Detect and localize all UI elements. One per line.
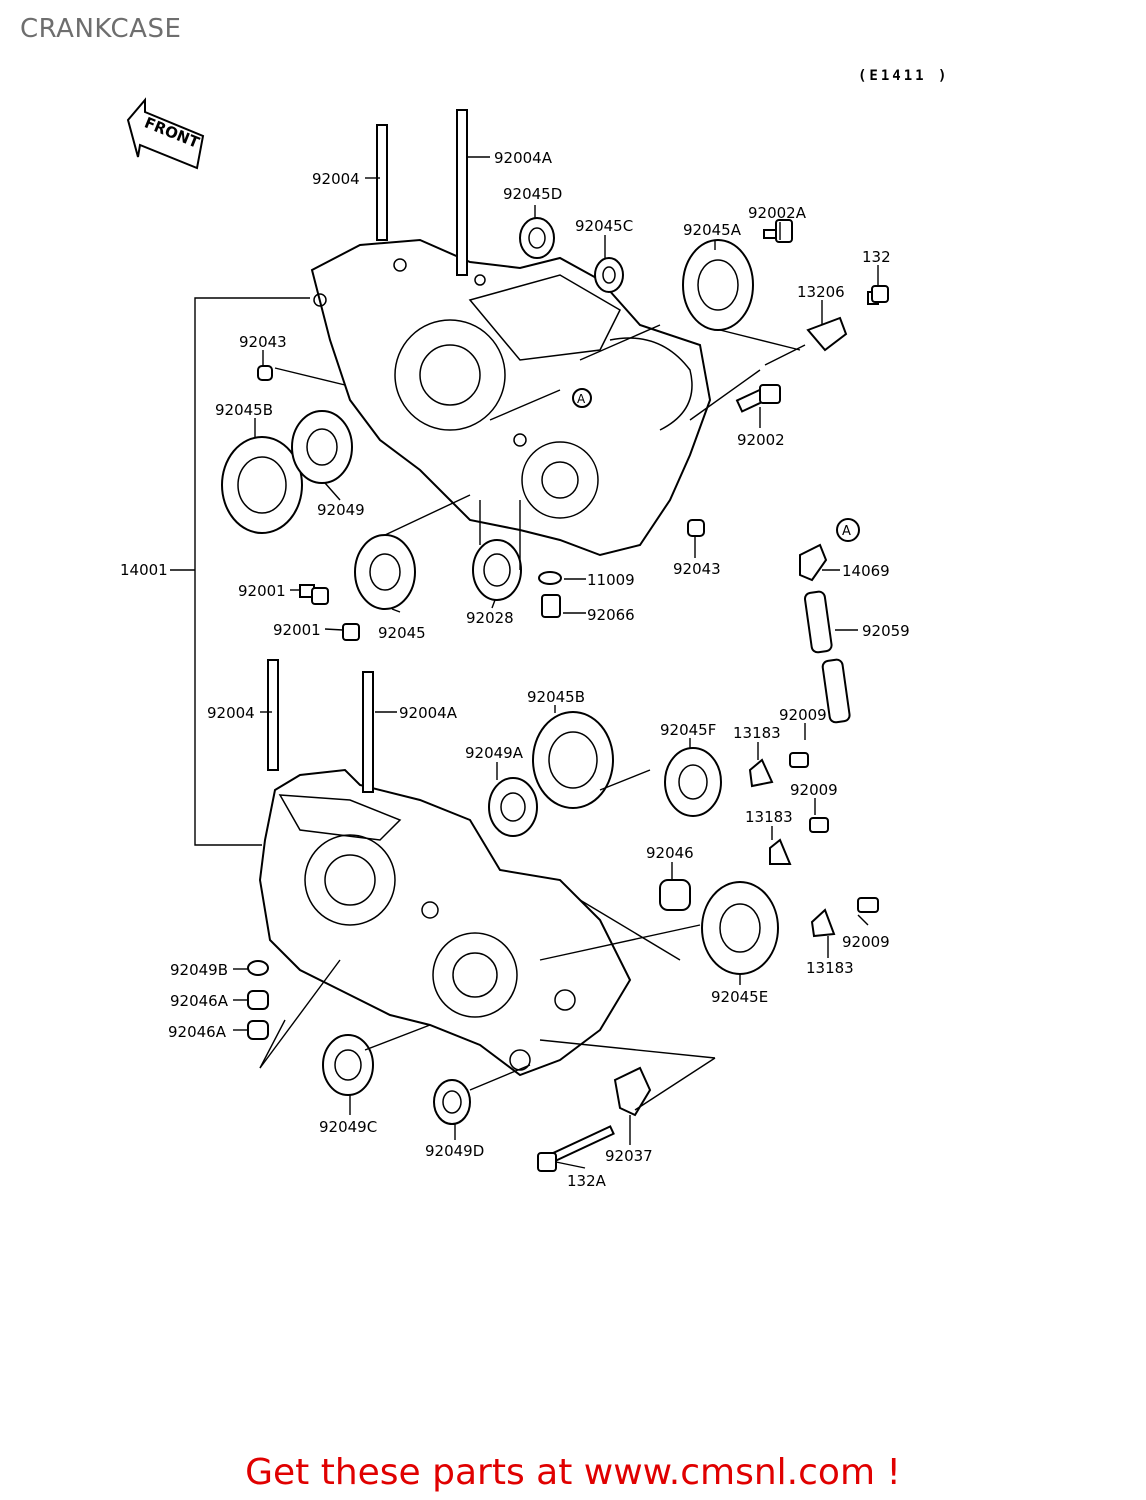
part-label-13183-c: 13183 <box>806 959 854 977</box>
callout-a-lower: A <box>836 518 860 542</box>
bracket-13183-a <box>748 758 774 788</box>
part-label-92001-b: 92001 <box>273 621 321 639</box>
upper-crankcase-half: A <box>310 238 712 557</box>
lower-crankcase-half <box>258 768 632 1077</box>
bolt-92001-a <box>299 584 329 605</box>
part-label-92049D: 92049D <box>425 1142 484 1160</box>
part-label-14069: 14069 <box>842 562 890 580</box>
part-label-92001-a: 92001 <box>238 582 286 600</box>
bolt-92001-b <box>342 623 360 641</box>
bracket-line-14001 <box>194 297 310 846</box>
part-label-92049C: 92049C <box>319 1118 377 1136</box>
bearing-92045 <box>354 534 416 610</box>
part-label-92004: 92004 <box>312 170 360 188</box>
page-title: CRANKCASE <box>20 14 182 44</box>
bracket-13206 <box>806 316 848 352</box>
bolt-132A <box>537 1125 615 1172</box>
part-label-92045: 92045 <box>378 624 426 642</box>
bolt-92009-a <box>789 752 809 768</box>
seal-92049A <box>488 777 538 837</box>
bracket-13183-b <box>769 838 792 865</box>
part-label-14001: 14001 <box>120 561 168 579</box>
svg-text:A: A <box>842 524 851 539</box>
part-label-92045D: 92045D <box>503 185 562 203</box>
callout-a-upper: A <box>577 392 586 406</box>
part-label-92045B-mid: 92045B <box>527 688 585 706</box>
part-label-92049B: 92049B <box>170 961 228 979</box>
part-label-92059: 92059 <box>862 622 910 640</box>
dowel-92043-right <box>687 519 705 537</box>
seal-92049B <box>247 960 269 976</box>
bearing-92045F <box>664 747 722 817</box>
bearing-92046A-b <box>247 1020 269 1040</box>
part-label-92045E: 92045E <box>711 988 768 1006</box>
part-label-92043-left: 92043 <box>239 333 287 351</box>
part-label-92009-c: 92009 <box>842 933 890 951</box>
part-label-92066: 92066 <box>587 606 635 624</box>
bolt-92002 <box>735 384 781 413</box>
plug-92066 <box>541 594 561 618</box>
part-label-92009-a: 92009 <box>779 706 827 724</box>
bearing-92045C <box>594 257 624 293</box>
bearing-92046 <box>659 879 691 911</box>
stud-92004-upper <box>376 124 388 241</box>
part-label-92043-right: 92043 <box>673 560 721 578</box>
part-label-11009: 11009 <box>587 571 635 589</box>
part-label-92045F: 92045F <box>660 721 716 739</box>
part-label-92049: 92049 <box>317 501 365 519</box>
stud-92004-lower <box>267 659 279 771</box>
gasket-11009 <box>538 571 562 585</box>
part-label-92046A-a: 92046A <box>170 992 229 1010</box>
leader-lines <box>233 156 879 1169</box>
part-label-92028: 92028 <box>466 609 514 627</box>
part-label-92049A: 92049A <box>465 744 524 762</box>
part-label-92004A-lower: 92004A <box>399 704 458 722</box>
part-label-13206: 13206 <box>797 283 845 301</box>
seal-92049C <box>322 1034 374 1096</box>
part-label-92004-lower: 92004 <box>207 704 255 722</box>
footer-promo-text: Get these parts at www.cmsnl.com ! <box>245 1452 901 1493</box>
bearing-92046A-a <box>247 990 269 1010</box>
part-label-92037: 92037 <box>605 1147 653 1165</box>
bearing-92028 <box>472 539 522 601</box>
bolt-92009-b <box>809 817 829 833</box>
bolt-92009-c <box>857 897 879 913</box>
part-label-132: 132 <box>862 248 891 266</box>
diagram-code: (E1411 ) <box>858 68 950 84</box>
stud-92004A-lower <box>362 671 374 793</box>
part-label-92046A-b: 92046A <box>168 1023 227 1041</box>
bearing-92045A <box>682 239 754 331</box>
part-label-92009-b: 92009 <box>790 781 838 799</box>
bearing-92045B-mid <box>532 711 614 809</box>
part-label-92045B-left: 92045B <box>215 401 273 419</box>
part-labels: 92004 92004A 92045D 92045C 92045A 92002A… <box>120 149 910 1190</box>
hose-92059 <box>803 590 851 724</box>
bracket-92037 <box>613 1066 652 1117</box>
fitting-14069 <box>799 543 828 582</box>
part-label-92002A: 92002A <box>748 204 807 222</box>
stud-92004A-upper <box>456 109 468 276</box>
part-label-13183-b: 13183 <box>745 808 793 826</box>
part-label-92002: 92002 <box>737 431 785 449</box>
bearing-92045E <box>701 881 779 975</box>
bolt-132 <box>867 285 889 305</box>
bracket-13183-c <box>810 908 836 938</box>
bearing-92045B-left <box>221 436 303 534</box>
dowel-92043-left <box>257 365 273 381</box>
part-label-92045C: 92045C <box>575 217 633 235</box>
part-label-92004A: 92004A <box>494 149 553 167</box>
part-label-132A: 132A <box>567 1172 607 1190</box>
seal-92049 <box>291 410 353 484</box>
seal-92049D <box>433 1079 471 1125</box>
part-label-13183-a: 13183 <box>733 724 781 742</box>
part-label-92046: 92046 <box>646 844 694 862</box>
bearing-92045D <box>519 217 555 259</box>
bolt-92002A <box>763 219 793 243</box>
front-arrow-icon: FRONT <box>126 97 205 170</box>
part-label-92045A: 92045A <box>683 221 742 239</box>
